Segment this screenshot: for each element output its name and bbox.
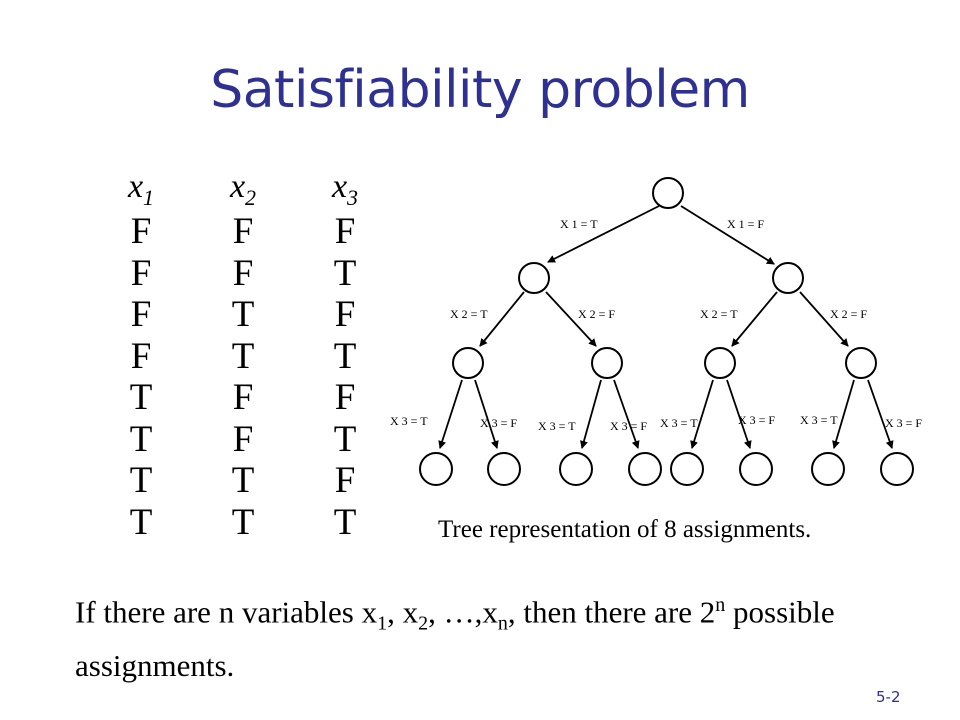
table-cell: F (130, 211, 152, 253)
tree-edge (799, 291, 849, 347)
tree-edge (726, 379, 752, 449)
edge-label: X 1 = F (727, 217, 764, 231)
tree-node (845, 347, 877, 379)
table-cell: F (334, 211, 356, 253)
page-number: 5-2 (876, 688, 901, 706)
tree-edge (680, 205, 775, 265)
tree-leaf (670, 452, 704, 486)
tree-edge (690, 379, 714, 449)
table-cell: F (130, 252, 152, 294)
tree-leaf (559, 452, 593, 486)
column-header-x3: x3 (331, 168, 359, 210)
edge-label: X 3 = F (738, 413, 775, 427)
table-cell: F (334, 460, 356, 502)
tree-node-root (652, 177, 684, 209)
tree-node (704, 347, 736, 379)
tree-caption: Tree representation of 8 assignments. (438, 516, 812, 543)
tree-node (452, 347, 484, 379)
tree-leaf (419, 452, 453, 486)
tree-edge (613, 379, 640, 449)
tree-node (518, 262, 550, 294)
table-cell: T (333, 501, 357, 543)
edge-label: X 3 = T (390, 414, 428, 428)
table-cell: T (333, 335, 357, 377)
table-cell: F (130, 335, 152, 377)
edge-label: X 3 = T (660, 416, 698, 430)
table-cell: T (231, 294, 255, 336)
tree-node (772, 262, 804, 294)
table-cell: T (129, 460, 153, 502)
tree-edge (731, 291, 778, 347)
tree-node (591, 347, 623, 379)
tree-edge (438, 379, 463, 449)
edge-label: X 3 = T (800, 413, 838, 427)
edge-label: X 1 = T (560, 217, 598, 231)
column-header-x1: x1 (127, 168, 155, 210)
tree-edge (832, 379, 855, 449)
tree-edge-labels: X 1 = T X 1 = F X 2 = T X 2 = F X 2 = T … (390, 217, 922, 433)
tree-leaf (739, 452, 773, 486)
table-cell: F (232, 377, 254, 419)
table-cell: T (333, 252, 357, 294)
tree-edges (438, 205, 894, 449)
table-cell: F (232, 418, 254, 460)
assignment-tree-diagram: X 1 = T X 1 = F X 2 = T X 2 = F X 2 = T … (390, 177, 922, 486)
tree-edge (547, 205, 660, 263)
column-header-x2: x2 (229, 168, 257, 210)
tree-edge (479, 291, 525, 347)
assignment-count-statement: If there are n variables x1, x2, …,xn, t… (75, 594, 835, 683)
table-cell: T (129, 501, 153, 543)
tree-leaf (487, 452, 521, 486)
edge-label: X 2 = T (700, 307, 738, 321)
edge-label: X 2 = F (830, 307, 867, 321)
tree-edge (580, 379, 602, 449)
edge-label: X 3 = F (610, 419, 647, 433)
tree-leaf (628, 452, 662, 486)
tree-leaf (880, 452, 914, 486)
edge-label: X 3 = F (480, 416, 517, 430)
table-cell: T (129, 418, 153, 460)
table-cell: T (333, 418, 357, 460)
edge-label: X 3 = T (538, 419, 576, 433)
edge-label: X 3 = F (885, 416, 922, 430)
table-cell: T (129, 377, 153, 419)
table-cell: F (232, 252, 254, 294)
tree-edge (545, 291, 597, 347)
tree-leaf (811, 452, 845, 486)
edge-label: X 2 = F (578, 307, 615, 321)
table-cell: F (334, 377, 356, 419)
tree-edge (474, 379, 499, 449)
table-cell: T (231, 501, 255, 543)
table-cell: F (232, 211, 254, 253)
edge-label: X 2 = T (450, 307, 488, 321)
table-cell: F (130, 294, 152, 336)
tree-nodes (419, 177, 914, 486)
tree-edge (867, 379, 894, 449)
table-cell: T (231, 335, 255, 377)
table-cell: F (334, 294, 356, 336)
slide-title: Satisfiability problem (210, 60, 750, 120)
table-cell: T (231, 460, 255, 502)
